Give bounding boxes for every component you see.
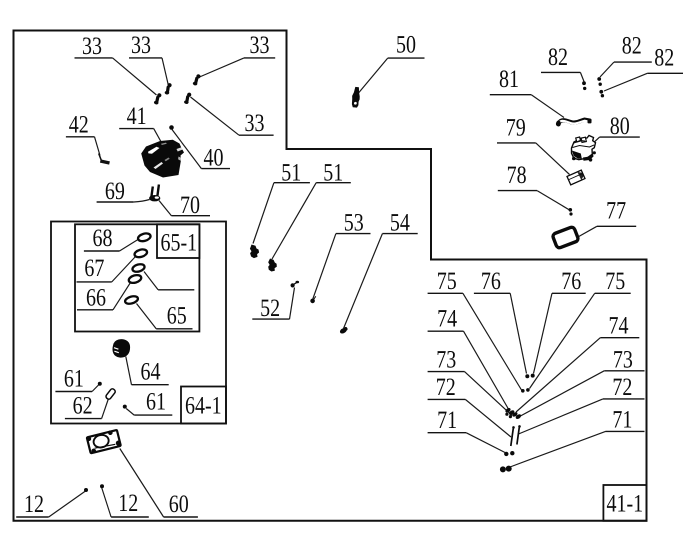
svg-text:76: 76 [481, 268, 501, 295]
svg-text:71: 71 [612, 407, 632, 434]
svg-text:75: 75 [437, 268, 457, 295]
svg-text:40: 40 [204, 145, 224, 172]
svg-text:33: 33 [131, 32, 151, 59]
svg-text:68: 68 [93, 225, 113, 252]
svg-text:64: 64 [141, 359, 161, 386]
svg-text:80: 80 [610, 113, 630, 140]
svg-text:81: 81 [499, 66, 519, 93]
svg-text:60: 60 [169, 491, 189, 518]
svg-text:61: 61 [146, 389, 166, 416]
svg-text:64-1: 64-1 [185, 393, 222, 420]
svg-text:12: 12 [24, 491, 44, 518]
svg-text:65-1: 65-1 [160, 230, 197, 257]
svg-text:33: 33 [250, 32, 270, 59]
svg-text:33: 33 [245, 110, 265, 137]
svg-text:51: 51 [281, 159, 301, 186]
svg-text:41-1: 41-1 [606, 491, 643, 518]
svg-text:53: 53 [344, 210, 364, 237]
svg-text:12: 12 [118, 490, 138, 517]
svg-text:74: 74 [609, 313, 629, 340]
svg-text:65: 65 [167, 303, 187, 330]
svg-text:73: 73 [436, 346, 456, 373]
svg-text:79: 79 [506, 114, 526, 141]
svg-text:75: 75 [605, 268, 625, 295]
svg-text:77: 77 [606, 198, 626, 225]
svg-text:70: 70 [180, 192, 200, 219]
svg-text:33: 33 [82, 33, 102, 60]
svg-text:66: 66 [86, 284, 106, 311]
svg-text:69: 69 [105, 178, 125, 205]
svg-text:74: 74 [437, 306, 457, 333]
svg-text:67: 67 [84, 255, 104, 282]
svg-text:82: 82 [548, 44, 568, 71]
svg-text:73: 73 [613, 346, 633, 373]
svg-text:41: 41 [127, 103, 147, 130]
svg-text:42: 42 [69, 111, 89, 138]
svg-text:61: 61 [64, 365, 84, 392]
svg-text:51: 51 [323, 159, 343, 186]
svg-text:72: 72 [612, 374, 632, 401]
svg-text:71: 71 [437, 407, 457, 434]
svg-text:76: 76 [561, 268, 581, 295]
svg-text:72: 72 [436, 374, 456, 401]
svg-text:52: 52 [260, 295, 280, 322]
svg-text:78: 78 [507, 162, 527, 189]
svg-text:50: 50 [396, 32, 416, 59]
svg-text:82: 82 [622, 33, 642, 60]
svg-text:54: 54 [390, 210, 410, 237]
svg-text:62: 62 [73, 393, 93, 420]
svg-text:82: 82 [654, 45, 674, 72]
